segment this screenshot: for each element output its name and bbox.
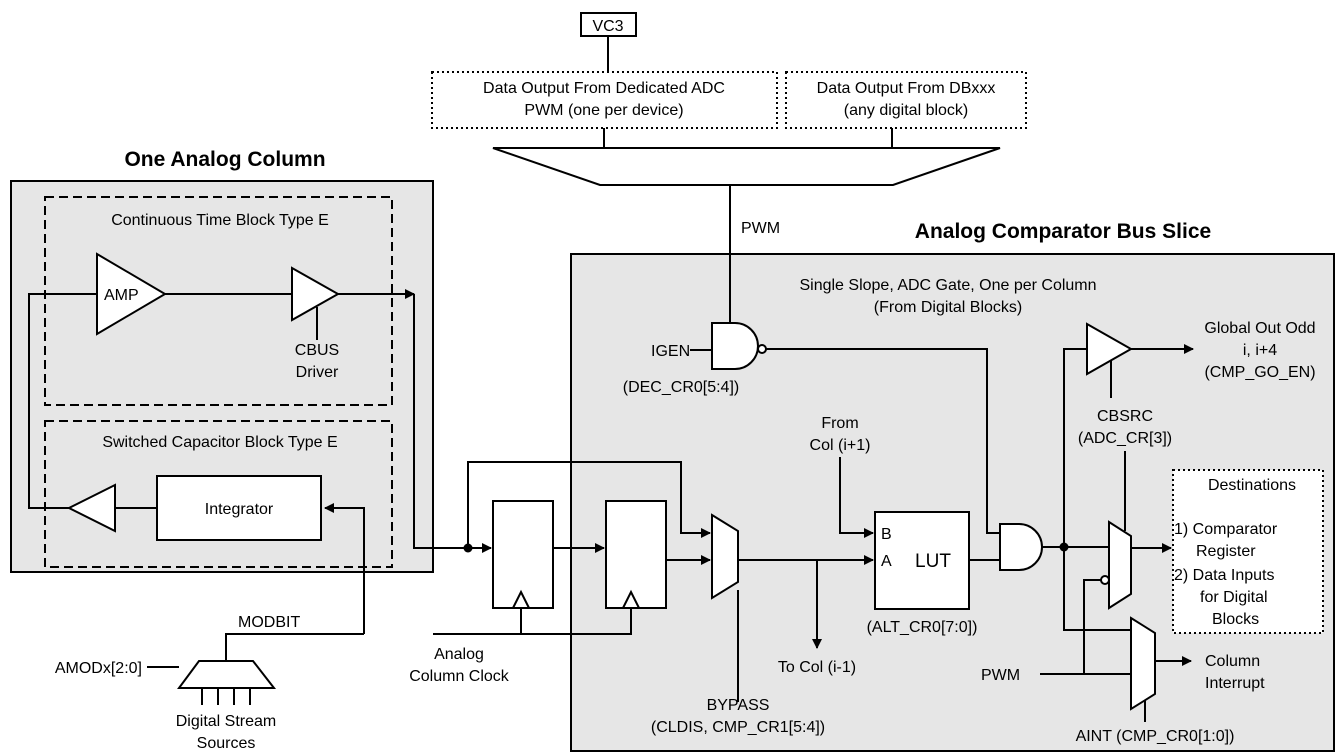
global-out-label-3: (CMP_GO_EN) (1204, 364, 1315, 381)
ct-block (44, 196, 393, 406)
cbsrc-invert-bubble (1100, 575, 1110, 585)
ct-block-label: Continuous Time Block Type E (111, 212, 329, 229)
db-output-label-2: (any digital block) (844, 102, 969, 119)
aint-mux (1130, 616, 1156, 711)
db-output-box (785, 71, 1027, 129)
global-out-label-2: i, i+4 (1243, 342, 1277, 359)
destinations-item2-1: 2) Data Inputs (1174, 567, 1275, 584)
destinations-title: Destinations (1208, 477, 1296, 494)
modbit-label: MODBIT (238, 614, 300, 631)
from-col-label-1: From (821, 415, 858, 432)
cbsrc-mux (1108, 520, 1132, 610)
global-out-label-1: Global Out Odd (1204, 320, 1315, 337)
cbus-label-2: Driver (296, 364, 339, 381)
destinations-item2-2: for Digital (1200, 589, 1268, 606)
from-col-label-2: Col (i+1) (810, 437, 871, 454)
cbus-driver-triangle (291, 266, 341, 322)
dec-cr0-label: (DEC_CR0[5:4]) (623, 379, 739, 396)
analog-clock-label-1: Analog (434, 646, 484, 663)
sc-block-label: Switched Capacitor Block Type E (102, 434, 337, 451)
digital-stream-label-1: Digital Stream (176, 713, 276, 730)
cbus-label-1: CBUS (295, 342, 339, 359)
destinations-box (1172, 469, 1324, 634)
sc-block (44, 420, 393, 568)
flip-flop-1 (492, 500, 554, 609)
cbsrc-label-1: CBSRC (1097, 408, 1153, 425)
adc-output-label-2: PWM (one per device) (524, 102, 683, 119)
analog-column-title: One Analog Column (124, 148, 325, 171)
comparator-bus-title: Analog Comparator Bus Slice (915, 220, 1211, 243)
lut-box (874, 511, 970, 610)
db-output-label-1: Data Output From DBxxx (817, 80, 996, 97)
destinations-item1-1: 1) Comparator (1174, 521, 1278, 538)
adc-output-label-1: Data Output From Dedicated ADC (483, 80, 725, 97)
analog-clock-label-2: Column Clock (409, 668, 510, 685)
cbsrc-label-2: (ADC_CR[3]) (1078, 430, 1172, 447)
aint-label: AINT (CMP_CR0[1:0]) (1076, 728, 1235, 745)
adc-output-box (431, 71, 778, 129)
igen-label: IGEN (651, 343, 690, 360)
single-slope-label-1: Single Slope, ADC Gate, One per Column (799, 277, 1096, 294)
column-interrupt-label-2: Interrupt (1205, 675, 1265, 692)
amp-label: AMP (104, 287, 139, 304)
global-out-buffer (1086, 322, 1134, 376)
single-slope-label-2: (From Digital Blocks) (874, 299, 1022, 316)
and-gate (999, 523, 1043, 571)
integrator-label: Integrator (205, 501, 274, 518)
amod-label: AMODx[2:0] (55, 660, 142, 677)
lut-input-b: B (881, 526, 892, 543)
nand-gate (711, 322, 759, 370)
lut-input-a: A (881, 553, 892, 570)
bypass-label-2: (CLDIS, CMP_CR1[5:4]) (651, 719, 825, 736)
lut-label: LUT (915, 551, 951, 572)
vc3-label: VC3 (592, 18, 623, 35)
destinations-item1-2: Register (1196, 543, 1256, 560)
flip-flop-2 (605, 500, 667, 609)
sc-output-buffer (66, 483, 116, 533)
column-interrupt-label-1: Column (1205, 653, 1260, 670)
digital-stream-label-2: Sources (197, 735, 256, 752)
amod-mux (177, 660, 277, 689)
destinations-item2-3: Blocks (1212, 611, 1259, 628)
pwm-select-mux (492, 147, 1001, 186)
alt-cr0-label: (ALT_CR0[7:0]) (867, 619, 978, 636)
bypass-mux (711, 513, 739, 600)
nand-bubble (757, 344, 767, 354)
to-col-label: To Col (i-1) (778, 659, 856, 676)
pwm-top-label: PWM (741, 220, 780, 237)
pwm-bottom-label: PWM (981, 667, 1020, 684)
bypass-label-1: BYPASS (707, 697, 770, 714)
